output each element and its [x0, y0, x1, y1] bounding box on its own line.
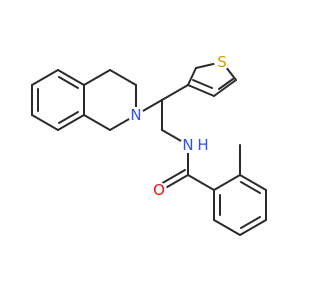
- svg-text:O: O: [153, 181, 165, 199]
- molecule-diagram: N N H O S: [31, 53, 267, 236]
- atom-amide-hydrogen: H: [197, 136, 208, 154]
- svg-text:N: N: [182, 136, 193, 154]
- ethyl-linker: [135, 99, 189, 146]
- structure-drawing: N N H O S: [31, 53, 267, 236]
- atom-ring-nitrogen: N: [128, 106, 144, 124]
- saturated-ring: [83, 69, 137, 131]
- svg-text:N: N: [130, 106, 141, 124]
- atom-amide-nitrogen: N H: [180, 136, 210, 154]
- atom-thiophene-sulfur: S: [214, 53, 230, 71]
- benzo-ring: [31, 69, 85, 131]
- atom-carbonyl-oxygen: O: [151, 181, 167, 199]
- toluene-ring: [213, 144, 267, 236]
- svg-text:S: S: [217, 53, 227, 71]
